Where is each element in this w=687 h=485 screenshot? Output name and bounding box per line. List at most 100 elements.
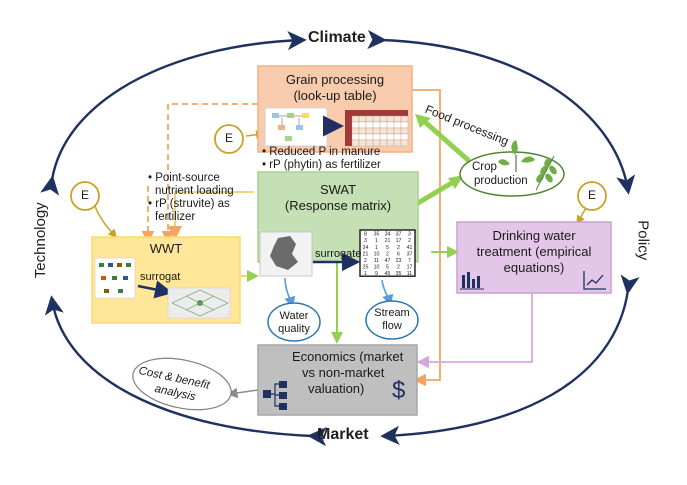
matrix-cell: 2 [364,258,367,264]
table-cell [351,127,360,135]
watershed-shape [270,236,298,270]
table-cell [351,121,360,129]
arc-market-to-technology [44,295,327,447]
table-cell [379,115,388,123]
e-marker-drinking: E [587,188,596,202]
climate-label: Climate [308,29,366,46]
arc-policy-to-market [380,274,640,445]
matrix-cell: 6 [397,251,400,257]
drinking-line3: equations) [503,260,565,275]
economics-line1: Economics (market [292,349,404,364]
crop-production-ellipse [459,151,565,197]
matrix-cell: 21 [385,238,391,244]
table-row-header [345,110,352,146]
table-cell [400,121,409,129]
table-cell [393,115,402,123]
stream-flow-circle [365,300,419,340]
wwt-note-1: • Point-source [148,172,220,184]
matrix-cell: 1 [375,238,378,244]
market-label: Market [317,426,369,443]
matrix-cell: 23 [396,258,402,264]
plant-icon [498,140,535,172]
gray-arrow [227,387,259,399]
matrix-cell: 21 [363,251,369,257]
table-cell [365,133,374,141]
cost-benefit-ellipse [132,357,232,411]
wwt-note-4: fertilizer [155,211,196,223]
table-cell [358,121,367,129]
table-cell [386,139,395,147]
matrix-cell: 5 [386,265,389,271]
grain-lookup-table [345,110,409,147]
wwt-surrogate-label: surrogat [140,271,181,283]
matrix-cell: 3 [408,232,411,238]
e-marker-wwt: E [80,188,89,202]
table-cell [379,139,388,147]
matrix-cell: 35 [396,271,402,277]
matrix-cell: 2 [397,265,400,271]
grain-title-line2: (look-up table) [293,88,377,103]
matrix-cell: 5 [386,245,389,251]
matrix-cell: 17 [407,265,413,271]
table-cell [400,133,409,141]
matrix-cell: 45 [385,271,391,277]
table-cell [386,121,395,129]
hierarchy-icon [263,381,287,410]
matrix-cell: 25 [363,265,369,271]
table-cell [386,127,395,135]
swat-title-line2: (Response matrix) [284,198,392,213]
matrix-cell: 2 [408,238,411,244]
table-cell [379,127,388,135]
matrix-cell: 35 [374,232,380,238]
swat-note-1: • Reduced P in manure [262,146,381,158]
table-cell [386,115,395,123]
table-cell [365,121,374,129]
table-cell [393,127,402,135]
matrix-cell: 2 [386,251,389,257]
dollar-icon: $ [392,377,406,404]
matrix-cell: 8 [364,232,367,238]
line-chart-icon [583,271,606,290]
orange-solid-arrow [412,89,441,387]
matrix-cell: 17 [396,238,402,244]
water-quality-line2: quality [278,323,310,335]
table-cell [358,127,367,135]
wwt-plant-details [99,263,131,293]
wwt-title: WWT [149,241,183,256]
matrix-cell: 10 [374,251,380,257]
swat-note-2: • rP (phytin) as fertilizer [262,159,381,171]
table-cell [365,115,374,123]
technology-label: Technology [31,202,49,279]
table-cell [393,121,402,129]
arc-climate-to-policy [367,29,636,195]
table-cell [358,133,367,141]
matrix-frame [359,229,416,277]
matrix-cell: 3 [364,238,367,244]
wwt-note-3: • rP (struvite) as [148,198,230,210]
matrix-cell: 9 [375,271,378,277]
table-cell [400,127,409,135]
table-cell [351,133,360,141]
bar-chart-icon [460,272,484,290]
table-cell [386,133,395,141]
stream-flow-line1: Stream [374,307,410,319]
table-cell [365,127,374,135]
table-header [345,110,408,116]
table-cell [393,139,402,147]
arc-technology-to-climate [40,30,307,196]
grain-title-line1: Grain processing [285,72,385,87]
drinking-line2: treatment (empirical [476,244,592,259]
matrix-cell: 37 [407,251,413,257]
crop-line2: production [474,175,528,187]
matrix-cell: 24 [363,245,369,251]
table-cell [351,115,360,123]
table-cell [400,139,409,147]
swat-surrogate-label: surrogate [315,248,362,260]
purple-arrows [416,293,533,369]
table-cell [400,115,409,123]
swat-title-line1: SWAT [319,182,357,197]
stream-flow-line2: flow [382,320,402,332]
table-cell [372,121,381,129]
grain-thumbnail-details [272,113,309,141]
crop-line1: Crop [472,161,497,173]
